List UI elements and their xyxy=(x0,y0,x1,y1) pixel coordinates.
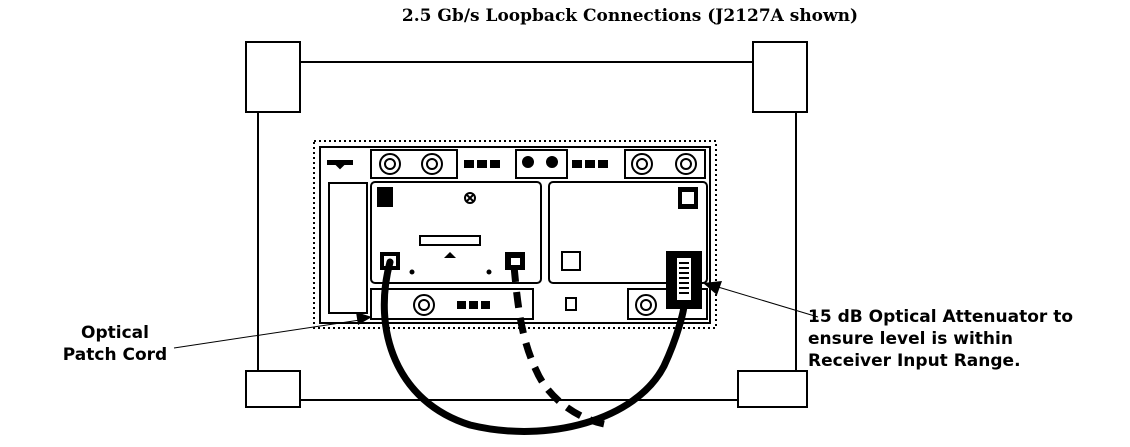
front-panel-outline xyxy=(313,140,717,329)
corner-feet xyxy=(245,41,808,408)
bottom-connector-strip xyxy=(370,288,708,320)
optical-patch-cord xyxy=(380,258,688,435)
patch-cord-label-line1: Optical xyxy=(81,323,149,343)
transmitter-module xyxy=(370,181,542,284)
attenuator-label-line2: ensure level is within xyxy=(808,329,1013,349)
optical-attenuator xyxy=(666,251,702,309)
diagram-title: 2.5 Gb/s Loopback Connections (J2127A sh… xyxy=(401,6,859,26)
top-connector-strip xyxy=(327,149,706,179)
arrow-logo-icon xyxy=(327,160,353,170)
alternate-patch-cord xyxy=(510,265,605,428)
patch-cord-arrow xyxy=(356,312,372,325)
foot-bottom-left xyxy=(245,370,301,408)
foot-top-right xyxy=(752,41,808,113)
foot-bottom-right xyxy=(737,370,808,408)
left-blank-slot xyxy=(328,182,368,314)
attenuator-arrow xyxy=(703,281,722,295)
patch-cord-label: Optical Patch Cord xyxy=(60,322,170,366)
attenuator-label-line1: 15 dB Optical Attenuator to xyxy=(808,307,1074,327)
instrument-frame xyxy=(257,61,797,401)
attenuator-leader xyxy=(717,286,819,318)
foot-top-left xyxy=(245,41,301,113)
attenuator-label: 15 dB Optical Attenuator to ensure level… xyxy=(808,306,1128,372)
patch-cord-leader xyxy=(173,319,361,349)
front-panel xyxy=(319,146,711,324)
patch-cord-label-line2: Patch Cord xyxy=(62,345,168,365)
attenuator-label-line3: Receiver Input Range. xyxy=(808,351,1021,371)
